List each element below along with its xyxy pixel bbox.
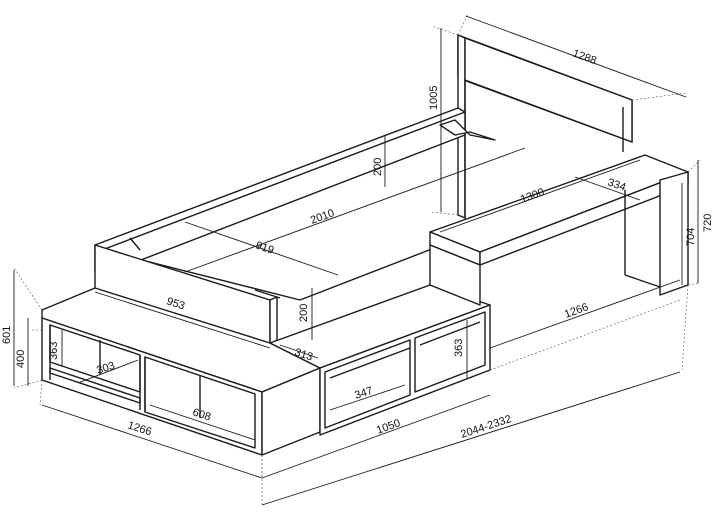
dim-base-height: 400: [15, 350, 27, 368]
dim-base-length-left: 1266: [126, 419, 153, 438]
desk: [429, 154, 689, 306]
dim-total-length: 2044-2332: [459, 413, 513, 441]
dim-guard-rail-height: 200: [372, 158, 384, 176]
dim-base-length-right: 1050: [375, 417, 402, 437]
left-storage-base: [41, 287, 321, 456]
dim-bed-front-width: 953: [165, 295, 186, 312]
dim-shelf-height-right: 363: [453, 339, 465, 357]
right-storage-base: [269, 284, 491, 436]
dim-desk-height: 720: [702, 214, 714, 232]
dim-shelf-opening-left: 608: [191, 406, 212, 423]
dim-headboard-width: 1288: [571, 48, 598, 68]
dim-desk-inner-height: 704: [685, 228, 697, 246]
dim-front-panel-height: 200: [298, 304, 310, 322]
dim-bed-length: 2010: [309, 207, 336, 227]
dimension-lines: [13, 15, 699, 506]
dim-headboard-height: 1005: [428, 86, 440, 110]
dim-desk-length: 1266: [563, 301, 590, 321]
dim-desk-depth: 334: [606, 176, 627, 193]
dim-shelf-depth-left: 303: [95, 360, 116, 377]
dim-total-height: 601: [1, 326, 13, 344]
dim-bed-width: 919: [254, 239, 275, 256]
guard-rail: [94, 107, 496, 276]
dim-step-offset: 313: [293, 346, 314, 363]
dimension-labels: 1288 1005 200 2010 919 953 200 313 601 4…: [1, 48, 714, 441]
dim-shelf-height-left: 363: [48, 342, 60, 360]
dim-shelf-opening-right: 347: [353, 385, 374, 402]
extension-lines: [13, 13, 701, 505]
